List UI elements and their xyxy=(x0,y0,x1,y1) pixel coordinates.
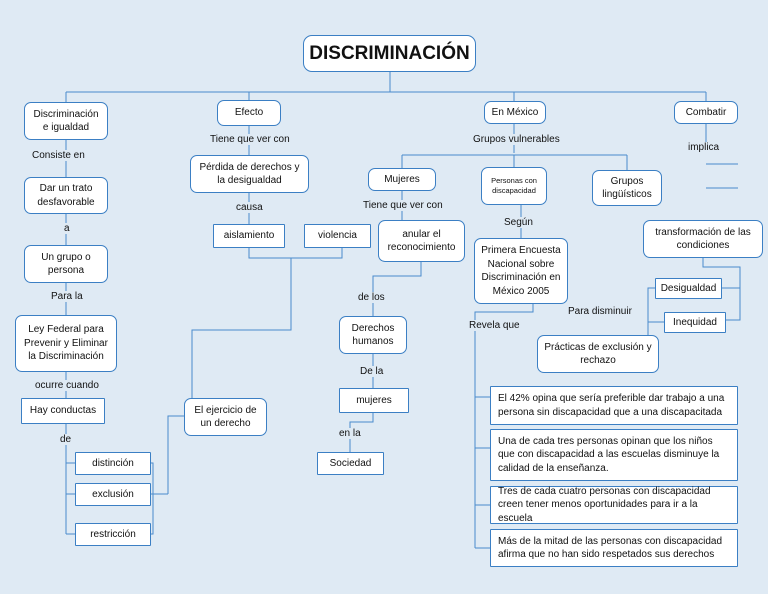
node-hay-conductas: Hay conductas xyxy=(21,398,105,424)
fact-2: Una de cada tres personas opinan que los… xyxy=(490,429,738,481)
node-personas-discapacidad: Personas con discapacidad xyxy=(481,167,547,205)
node-desigualdad: Desigualdad xyxy=(655,278,722,299)
node-ley-federal: Ley Federal para Prevenir y Eliminar la … xyxy=(15,315,117,372)
link-en-la: en la xyxy=(337,428,363,439)
link-implica: implica xyxy=(686,142,722,153)
link-de-los: de los xyxy=(356,292,387,303)
node-derechos-humanos: Derechos humanos xyxy=(339,316,407,354)
link-ocurre-cuando: ocurre cuando xyxy=(33,380,101,391)
fact-3: Tres de cada cuatro personas con discapa… xyxy=(490,486,738,524)
link-a: a xyxy=(62,223,72,234)
link-segun: Según xyxy=(502,217,535,228)
link-tiene-que-ver-con-2: Tiene que ver con xyxy=(361,200,445,211)
node-perdida-derechos: Pérdida de derechos y la desigualdad xyxy=(190,155,309,193)
node-violencia: violencia xyxy=(304,224,371,248)
branch-combatir: Combatir xyxy=(674,101,738,124)
node-mujeres: Mujeres xyxy=(368,168,436,191)
link-consiste-en: Consiste en xyxy=(30,150,87,161)
link-de-la: De la xyxy=(358,366,386,377)
link-de: de xyxy=(58,434,74,445)
node-mujeres-2: mujeres xyxy=(339,388,409,413)
node-practicas: Prácticas de exclusión y rechazo xyxy=(537,335,659,373)
branch-discriminacion-igualdad: Discriminación e igualdad xyxy=(24,102,108,140)
node-ejercicio-derecho: El ejercicio de un derecho xyxy=(184,398,267,436)
node-restriccion: restricción xyxy=(75,523,151,546)
node-sociedad: Sociedad xyxy=(317,452,384,475)
node-grupos-linguisticos: Grupos lingüísticos xyxy=(592,170,662,206)
branch-en-mexico: En México xyxy=(484,101,546,124)
link-grupos-vulnerables: Grupos vulnerables xyxy=(471,134,562,145)
fact-1: El 42% opina que sería preferible dar tr… xyxy=(490,386,738,425)
node-transformacion: transformación de las condiciones xyxy=(643,220,763,258)
link-revela-que: Revela que xyxy=(467,320,522,331)
node-aislamiento: aislamiento xyxy=(213,224,285,248)
link-tiene-que-ver-con: Tiene que ver con xyxy=(208,134,292,145)
page-title: DISCRIMINACIÓN xyxy=(303,35,476,72)
fact-4: Más de la mitad de las personas con disc… xyxy=(490,529,738,567)
branch-efecto: Efecto xyxy=(217,100,281,126)
node-anular-reconocimiento: anular el reconocimiento xyxy=(378,220,465,262)
node-dar-trato: Dar un trato desfavorable xyxy=(24,177,108,214)
node-grupo-persona: Un grupo o persona xyxy=(24,245,108,283)
node-distincion: distinción xyxy=(75,452,151,475)
node-primera-encuesta: Primera Encuesta Nacional sobre Discrimi… xyxy=(474,238,568,304)
link-causa: causa xyxy=(234,202,265,213)
node-exclusion: exclusión xyxy=(75,483,151,506)
link-para-la: Para la xyxy=(49,291,85,302)
link-para-disminuir: Para disminuir xyxy=(566,306,634,317)
node-inequidad: Inequidad xyxy=(664,312,726,333)
